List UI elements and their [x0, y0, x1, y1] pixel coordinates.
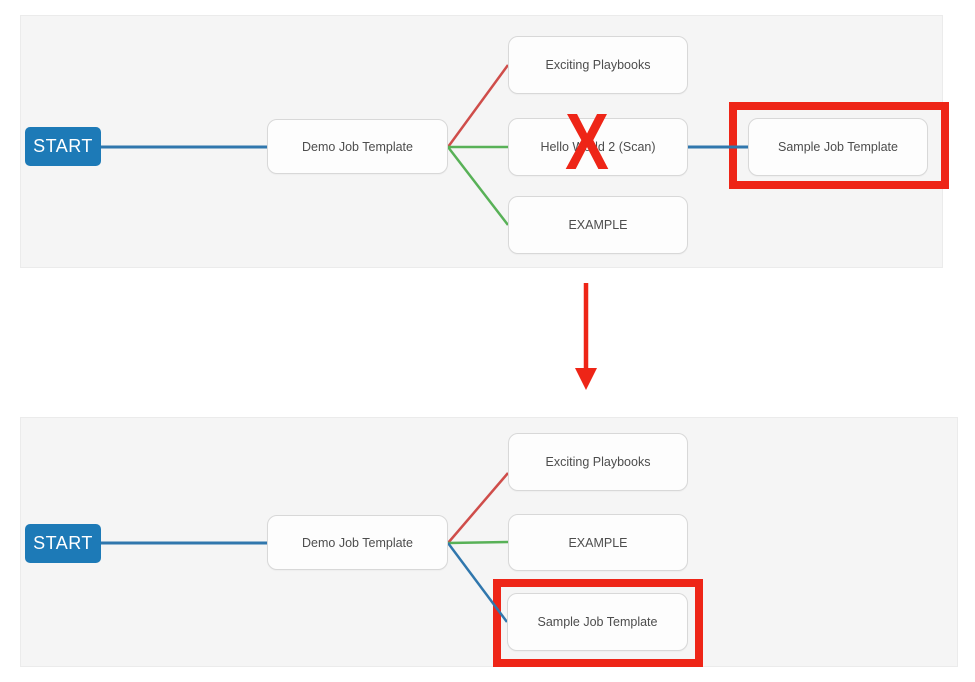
node-example[interactable]: EXAMPLE: [508, 514, 688, 571]
node-exciting-playbooks[interactable]: Exciting Playbooks: [508, 433, 688, 491]
highlight-outline-sample-after: [493, 579, 703, 667]
node-demo-job-template[interactable]: Demo Job Template: [267, 515, 448, 570]
edge-root-to-exciting-playbooks: [446, 64, 510, 148]
edge-root-to-exciting-playbooks: [447, 472, 509, 544]
node-exciting-playbooks[interactable]: Exciting Playbooks: [508, 36, 688, 94]
node-hello-world-2-scan[interactable]: Hello World 2 (Scan): [508, 118, 688, 176]
node-demo-job-template[interactable]: Demo Job Template: [267, 119, 448, 174]
workflow-edges-before: [101, 64, 748, 226]
edge-root-to-example: [447, 540, 509, 545]
delete-x-mark: X: [565, 97, 609, 186]
node-sample-job-template[interactable]: Sample Job Template: [748, 118, 928, 176]
start-button[interactable]: START: [25, 127, 101, 166]
start-button[interactable]: START: [25, 524, 101, 563]
workflow-after-panel: START Demo Job Template Exciting Playboo…: [20, 417, 958, 667]
node-sample-job-template[interactable]: Sample Job Template: [507, 593, 688, 651]
down-arrow-icon: [575, 283, 597, 390]
workflow-edges-after: [101, 472, 509, 623]
edge-root-to-sample: [446, 542, 509, 623]
edge-root-to-example: [447, 146, 509, 226]
node-example[interactable]: EXAMPLE: [508, 196, 688, 254]
down-arrow-head: [575, 368, 597, 390]
workflow-before-panel: START Demo Job Template Exciting Playboo…: [20, 15, 949, 268]
